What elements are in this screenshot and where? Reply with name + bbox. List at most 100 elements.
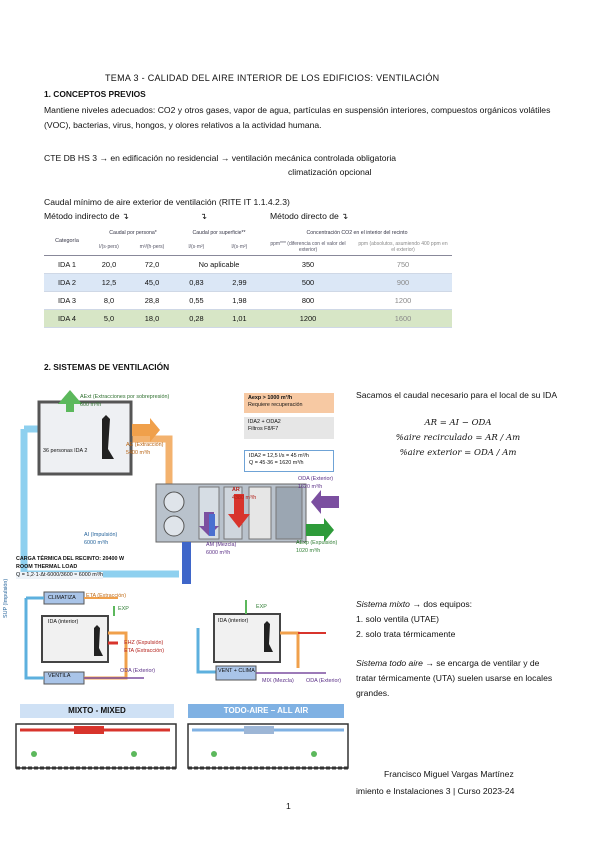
ae-value: 5400 m³/h <box>126 450 151 456</box>
cell: 20,0 <box>90 255 128 274</box>
cell-cat: IDA 4 <box>44 309 90 328</box>
mixto-ventila: VENTILA <box>48 673 71 679</box>
mixto-line: Sistema mixto → dos equipos: <box>356 598 472 610</box>
section1-paragraph: Mantiene niveles adecuados: CO2 y otros … <box>44 105 551 130</box>
ar-label: AR <box>232 487 240 493</box>
mixto-ehz: EHZ (Expulsión) <box>124 640 164 646</box>
footer-course: imiento e Instalaciones 3 | Curso 2023-2… <box>356 786 515 796</box>
cell: 2,99 <box>216 273 262 292</box>
mixto-item-2: 2. solo trata térmicamente <box>356 629 456 639</box>
caudal-heading: Caudal mínimo de aire exterior de ventil… <box>44 197 290 207</box>
building-section <box>14 720 350 770</box>
room-label: 36 personas IDA 2 <box>43 448 88 454</box>
cell: 0,28 <box>176 309 217 328</box>
footer-author: Francisco Miguel Vargas Martínez <box>384 769 514 779</box>
formula-2: %aire recirculado = AR / Am <box>395 433 521 443</box>
cell: 28,8 <box>128 291 176 310</box>
ar-value: 4380 m³/h <box>232 495 257 501</box>
todo-mix: MIX (Mezcla) <box>262 678 294 684</box>
sub-5: ppm (absolutos, asumiendo 400 ppm en el … <box>354 239 452 256</box>
cell: 5,0 <box>90 309 128 328</box>
section2-heading: 2. SISTEMAS DE VENTILACIÓN <box>44 362 170 372</box>
mixto-item-1: 1. solo ventila (UTAE) <box>356 614 439 624</box>
todoaire-banner: TODO-AIRE – ALL AIR <box>188 704 344 718</box>
cell-cat: IDA 2 <box>44 273 90 292</box>
sub-1: m³/(h·pers) <box>128 239 176 256</box>
mixto-oda: ODA (Exterior) <box>120 668 156 674</box>
cell: 800 <box>262 291 354 310</box>
grp-superficie: Caudal por superficie** <box>192 229 246 236</box>
grp-persona: Caudal por persona* <box>109 229 157 236</box>
page-number: 1 <box>286 801 291 811</box>
mixto-diagram <box>14 588 174 704</box>
carga-line-3: Q = 1,2·1·Δt·6000/3600 ≈ 6000 m³/h <box>16 572 104 579</box>
mixto-title: Sistema mixto <box>356 599 410 609</box>
carga-line-1: CARGA TÉRMICA DEL RECINTO: 20400 W <box>16 556 125 562</box>
ventilation-diagram <box>14 384 350 584</box>
mixto-sup-vertical: SUP (Impulsión) <box>3 578 9 618</box>
mixto-eta: ETA (Extracción) <box>124 648 165 654</box>
mixto-banner: MIXTO - MIXED <box>20 704 174 718</box>
ida-line-2: Filtros F8/F7 <box>248 426 279 432</box>
table-row: IDA 2 12,5 45,0 0,83 2,99 500 900 <box>44 273 452 292</box>
building-section-svg <box>15 723 349 770</box>
todo-paragraph: Sistema todo aire → se encarga de ventil… <box>356 656 560 701</box>
mixto-climatiza: CLIMATIZA <box>48 595 76 601</box>
aexp2-label: AExp (Expulsión) <box>296 540 338 546</box>
cell-cat: IDA 3 <box>44 291 90 310</box>
req-line-1: Aexp > 1000 m³/h <box>248 395 293 401</box>
todo-oda: ODA (Exterior) <box>306 678 342 684</box>
ventilation-diagram-svg <box>20 390 339 584</box>
aexp-label: AExt (Extracciones por sobrepresión) <box>80 394 170 400</box>
am-label: AM (Mezcla) <box>206 542 237 548</box>
todoaire-diagram-svg <box>196 600 326 681</box>
todo-exp: EXP <box>256 604 267 610</box>
calc-box: IDA2 = 12,5 l/s = 45 m³/h Q = 45·36 = 16… <box>244 450 334 472</box>
table-row: IDA 3 8,0 28,8 0,55 1,98 800 1200 <box>44 291 452 310</box>
cell: 18,0 <box>128 309 176 328</box>
ida-table: Categoría Caudal por persona* Caudal por… <box>44 226 452 328</box>
oda-value: 1620 m³/h <box>298 484 323 490</box>
cell: 72,0 <box>128 255 176 274</box>
formulas-intro: Sacamos el caudal necesario para el loca… <box>356 390 558 400</box>
cell: 12,5 <box>90 273 128 292</box>
sub-0: l/(s·pers) <box>90 239 128 256</box>
cte-line: CTE DB HS 3 → en edificación no residenc… <box>44 153 397 163</box>
cell: 1,98 <box>216 291 262 310</box>
calc-line-2: Q = 45·36 = 1620 m³/h <box>249 460 304 466</box>
mixto-diagram-svg <box>24 591 144 685</box>
ae-label: AE (Extracción) <box>126 442 164 448</box>
mixto-ida: IDA (interior) <box>48 619 79 625</box>
todo-text: → se encarga de ventilar y de tratar tér… <box>356 658 553 698</box>
col-categoria: Categoría <box>44 226 90 256</box>
cell: 8,0 <box>90 291 128 310</box>
cell: 0,83 <box>176 273 217 292</box>
section1-heading: 1. CONCEPTOS PREVIOS <box>44 89 146 99</box>
calc-line-1: IDA2 = 12,5 l/s = 45 m³/h <box>249 453 309 459</box>
cell: 0,55 <box>176 291 217 310</box>
formula-1: AR = AI − ODA <box>424 418 492 428</box>
table-row: IDA 4 5,0 18,0 0,28 1,01 1200 1600 <box>44 309 452 328</box>
grp-co2: Concentración CO2 en el interior del rec… <box>306 229 408 236</box>
aexp-value: 600 m³/h <box>80 402 102 408</box>
cell: No aplicable <box>176 255 262 274</box>
sub-2: l/(s·m²) <box>176 239 217 256</box>
cell: 45,0 <box>128 273 176 292</box>
todo-title: Sistema todo aire <box>356 658 423 668</box>
table-row: IDA 1 20,0 72,0 No aplicable 350 750 <box>44 255 452 274</box>
ai-label: AI (Impulsión) <box>84 532 118 538</box>
aexp2-value: 1020 m³/h <box>296 548 321 554</box>
cell: 1,01 <box>216 309 262 328</box>
todo-ida: IDA (interior) <box>218 618 249 624</box>
cell: 350 <box>262 255 354 274</box>
cell: 750 <box>354 255 452 274</box>
cell: 900 <box>354 273 452 292</box>
formula-3: %aire exterior = ODA / Am <box>399 448 517 458</box>
cell: 500 <box>262 273 354 292</box>
method-indirect: Método indirecto de ↴ <box>44 211 130 221</box>
am-value: 6000 m³/h <box>206 550 231 556</box>
mixto-top-label: ETA (Extracción) <box>86 593 127 599</box>
requirement-box: Aexp > 1000 m³/h Requiere recuperación <box>244 393 334 413</box>
ai-value: 6000 m³/h <box>84 540 109 546</box>
carga-line-2: ROOM THERMAL LOAD <box>16 564 78 570</box>
